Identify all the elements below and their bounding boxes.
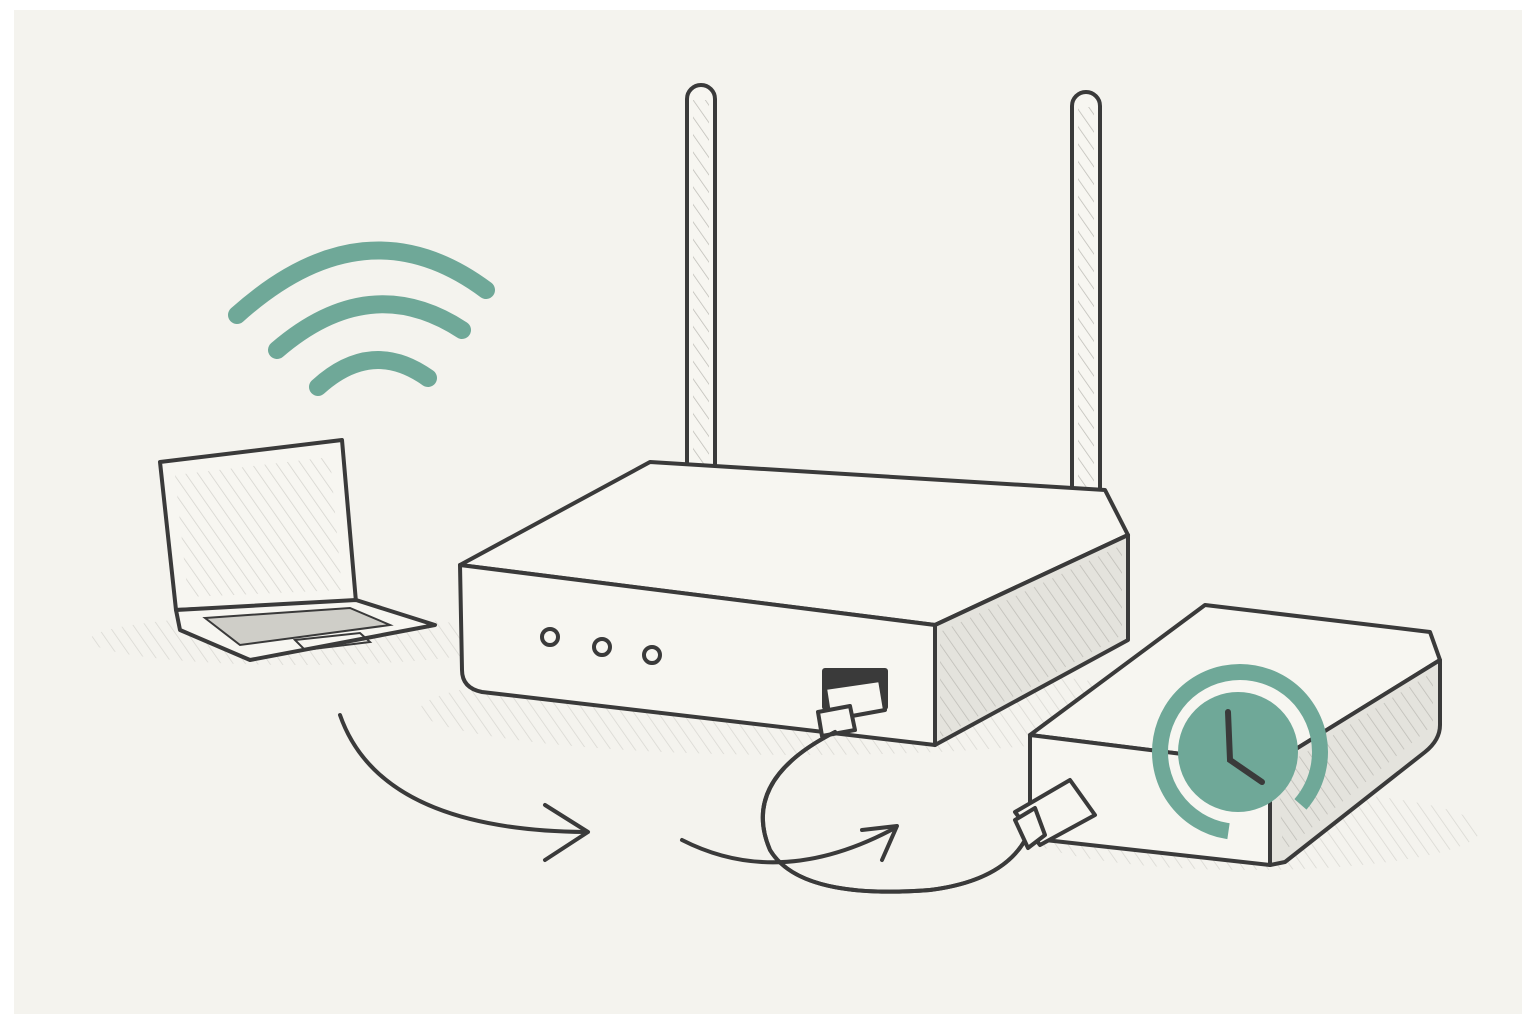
clock-icon: [1152, 664, 1328, 840]
wifi-icon: [228, 241, 495, 396]
hard-drive-icon: [1013, 603, 1442, 867]
laptop-icon: [158, 438, 437, 662]
router-icon: [458, 460, 1130, 747]
arrow-icon: [338, 713, 590, 862]
status-led: [642, 645, 662, 665]
router-antennas: [685, 83, 1102, 514]
status-led: [592, 637, 612, 657]
status-led: [540, 627, 560, 647]
arrow-icon: [680, 824, 899, 865]
